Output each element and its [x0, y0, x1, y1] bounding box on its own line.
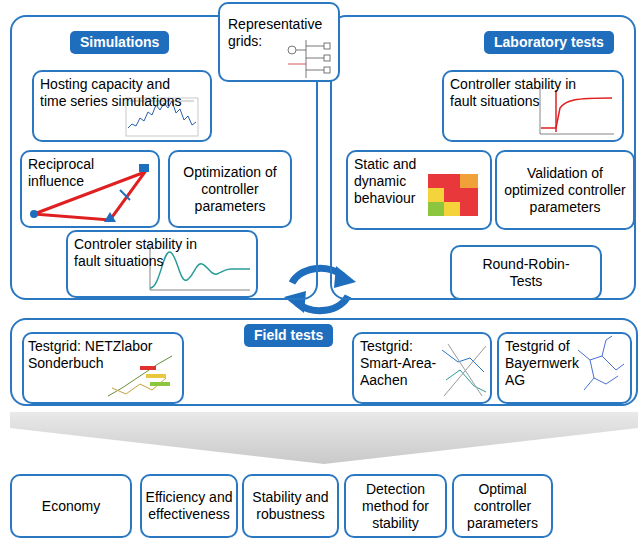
- process-box: Controller stability in fault situations: [442, 70, 624, 142]
- grid-map: [108, 356, 172, 396]
- grid-map: [442, 344, 486, 396]
- box-label: Controler stability in fault situations: [74, 236, 199, 270]
- process-box: Validation of optimized controller param…: [495, 150, 635, 230]
- panel-title: Simulations: [70, 31, 169, 54]
- box-label: Efficiency and effectiveness: [144, 489, 234, 523]
- box-label: Representative grids:: [228, 16, 328, 50]
- heat-map: [428, 174, 478, 216]
- panel-title: Laboratory tests: [484, 31, 614, 54]
- arrow-head: [334, 266, 356, 288]
- panel: Laboratory testsController stability in …: [330, 15, 636, 300]
- process-box: Controler stability in fault situations: [66, 230, 258, 298]
- box-label: Detection method for stability: [349, 481, 443, 532]
- box-label: Economy: [42, 498, 100, 515]
- box-label: Hosting capacity and time series simulat…: [40, 76, 190, 110]
- process-box: Testgrid of Bayernwerk AG: [497, 332, 632, 404]
- oscillation-plot: [150, 246, 250, 290]
- box-label: Optimal controller parameters: [457, 481, 549, 532]
- box-label: Controller stability in fault situations: [450, 76, 586, 110]
- process-box: Static and dynamic behaviour: [346, 150, 492, 230]
- box-label: Testgrid: NETZlabor Sonderbuch: [28, 338, 164, 372]
- panel-title: Field tests: [244, 324, 333, 347]
- process-box: Testgrid: NETZlabor Sonderbuch: [22, 332, 184, 404]
- box-label: Round-Robin-Tests: [471, 256, 581, 290]
- box-label: Validation of optimized controller param…: [501, 165, 629, 216]
- process-box: Testgrid: Smart-Area-Aachen: [352, 332, 492, 404]
- box-label: Stability and robustness: [247, 489, 335, 523]
- header-box: Representative grids:: [218, 2, 340, 82]
- result-box: Economy: [10, 474, 132, 538]
- process-box: Hosting capacity and time series simulat…: [32, 70, 212, 142]
- influence-triangle: [30, 164, 149, 222]
- box-label: Testgrid of Bayernwerk AG: [505, 338, 585, 389]
- box-label: Optimization of controller parameters: [174, 164, 286, 215]
- process-box: Optimization of controller parameters: [168, 150, 292, 228]
- grid-schematic: [288, 40, 330, 78]
- process-box: Reciprocal influence: [20, 150, 160, 228]
- step-response-plot: [540, 86, 614, 134]
- result-box: Optimal controller parameters: [452, 474, 553, 538]
- box-label: Static and dynamic behaviour: [354, 156, 434, 207]
- result-box: Efficiency and effectiveness: [140, 474, 238, 538]
- summary-chevron: [10, 412, 638, 464]
- result-box: Stability and robustness: [242, 474, 339, 538]
- grid-map: [578, 336, 624, 390]
- box-label: Testgrid: Smart-Area-Aachen: [360, 338, 450, 389]
- panel: Field testsTestgrid: NETZlabor Sonderbuc…: [10, 318, 638, 406]
- process-box: Round-Robin-Tests: [450, 245, 602, 300]
- arrow-head: [284, 291, 306, 313]
- result-box: Detection method for stability: [344, 474, 447, 538]
- box-label: Reciprocal influence: [28, 156, 118, 190]
